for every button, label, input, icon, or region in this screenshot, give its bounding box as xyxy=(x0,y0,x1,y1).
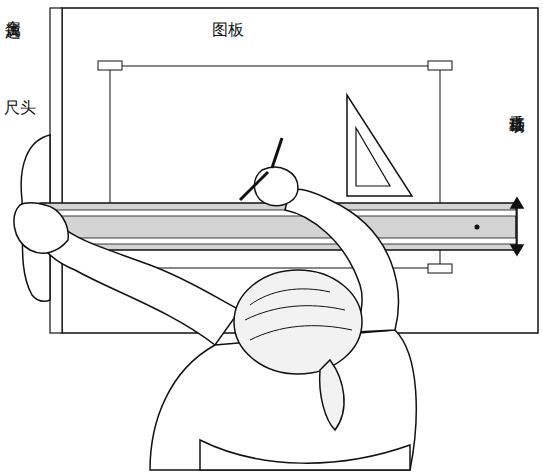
pencil xyxy=(240,172,268,200)
part-label: 垂直移动 xyxy=(508,102,527,106)
set-square xyxy=(347,95,412,196)
arrow-head xyxy=(511,198,523,208)
part-label: 尺头 xyxy=(4,98,36,117)
arrow-head xyxy=(511,245,523,255)
pulley xyxy=(428,264,452,273)
parallel-rule xyxy=(40,203,516,250)
part-label: 图板 xyxy=(212,20,244,39)
ponytail xyxy=(320,360,344,430)
rule-edge xyxy=(40,238,516,244)
left-hand xyxy=(14,203,68,254)
rule-screw xyxy=(475,225,480,230)
arrow-shaft xyxy=(516,203,518,250)
pencil xyxy=(272,138,282,168)
vertical-arrow xyxy=(511,198,523,255)
head-hair xyxy=(234,270,362,374)
set-square-cutout xyxy=(356,128,390,186)
wire xyxy=(110,66,440,67)
part-label: 金属边 xyxy=(4,8,23,11)
pulley xyxy=(428,61,452,70)
pulley xyxy=(98,61,122,70)
metal-edge xyxy=(50,8,62,333)
right-hand xyxy=(254,167,298,205)
rule-edge xyxy=(40,210,516,216)
hair-lines xyxy=(245,289,352,340)
drafter-figure xyxy=(14,138,416,470)
chair-back xyxy=(200,440,410,470)
